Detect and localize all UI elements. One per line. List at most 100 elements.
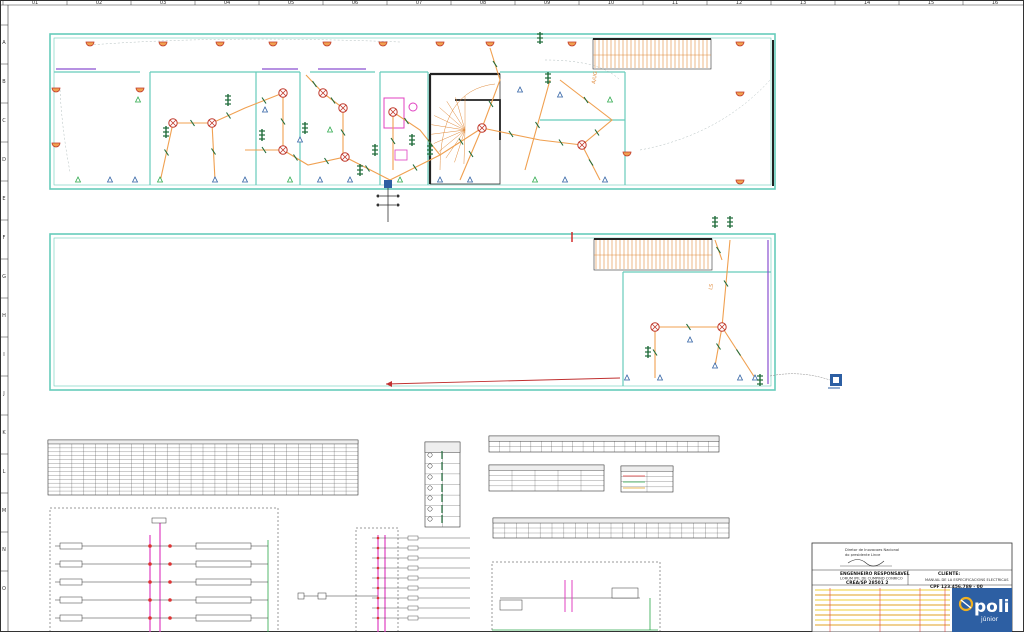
upper-floor-plan: A/UG (49, 32, 776, 222)
stamp-line-1: Diretor de Inovacoes Nacional (845, 548, 899, 552)
wall-outlet-icon (316, 176, 324, 183)
wall-outlet-icon (396, 176, 404, 183)
ceiling-light-icon (278, 88, 288, 98)
wall-light-icon (735, 41, 745, 47)
load-block (407, 565, 419, 571)
load-block (59, 542, 83, 550)
breaker (168, 580, 172, 584)
spiral-step (446, 101, 466, 131)
spiral-step (454, 129, 466, 163)
wire-tick (365, 165, 370, 172)
load-block (611, 587, 639, 599)
breaker (376, 606, 380, 610)
ruler-label: K (2, 430, 6, 436)
wire-tick (468, 150, 474, 158)
wire-tick (280, 118, 286, 125)
ruler-label: 07 (416, 0, 422, 6)
spiral-step (438, 129, 466, 152)
ruler-label: H (2, 313, 6, 319)
wall-outlet-icon (436, 176, 444, 183)
schematic-frame (491, 561, 661, 632)
ruler-label: F (3, 235, 6, 241)
wall-outlet-icon (516, 86, 524, 93)
spiral-staircase (428, 72, 501, 185)
table-grid (424, 441, 461, 528)
wall-outlet-icon (556, 91, 564, 98)
breaker (376, 576, 380, 580)
engineer-label: ENGENHEIRO RESPONSAVEL (840, 571, 910, 577)
meter (317, 592, 327, 600)
meter (297, 592, 305, 600)
circuit-wire (481, 47, 501, 129)
breaker (168, 598, 172, 602)
wall-outlet-icon (736, 374, 744, 381)
ruler-label: D (2, 157, 6, 163)
wire-tick (390, 137, 396, 145)
wall-light-icon (735, 179, 745, 185)
spiral-step (439, 107, 466, 131)
wall-light-icon (268, 41, 278, 47)
table-grid (492, 517, 730, 539)
ceiling-light-icon (278, 145, 288, 155)
lower-floor-plan: LS (49, 216, 842, 391)
spiral-step (431, 129, 466, 135)
legend-symbol (427, 463, 433, 469)
legend-symbol (427, 506, 433, 512)
wall-outlet-icon (751, 374, 759, 381)
load-block (195, 614, 252, 622)
wire-tick (190, 119, 195, 127)
switch-icon (712, 216, 718, 228)
wire-tick (412, 164, 418, 171)
stair-room-label: A/UG (591, 71, 599, 85)
switch-icon (645, 346, 651, 358)
spiral-step (455, 97, 466, 131)
breaker (168, 544, 172, 548)
ceiling-light-icon (717, 322, 727, 332)
wire-tick (492, 60, 498, 68)
wall-outlet-icon (106, 176, 114, 183)
wall-outlet-icon (656, 374, 664, 381)
ceiling-light-icon (168, 118, 178, 128)
legend-symbol (427, 495, 433, 501)
ruler-label: M (2, 508, 6, 514)
switch-icon (302, 122, 308, 134)
switch-icon (545, 72, 551, 84)
wire-tick (324, 157, 329, 165)
wall-outlet-icon (346, 176, 354, 183)
wire-tick (211, 148, 216, 155)
ceiling-light-icon (477, 123, 487, 133)
wire-tick (261, 97, 267, 104)
wire-tick (508, 130, 514, 138)
stamp-line-2: do presidente Lince (845, 553, 881, 557)
switch-icon (357, 164, 363, 176)
legend-symbol (427, 452, 433, 458)
wire-tick (723, 280, 729, 287)
ruler-label: B (2, 79, 6, 85)
toilet-fixture (383, 97, 418, 161)
wire-tick (164, 149, 169, 156)
wall-outlet-icon (296, 136, 304, 143)
legend-symbol (427, 516, 433, 522)
external-panel-icon (769, 373, 842, 389)
ruler-label: N (2, 547, 6, 553)
ruler-label: 14 (864, 0, 870, 6)
ruler-label: C (2, 118, 6, 124)
ceiling-light-icon (650, 322, 660, 332)
breaker (168, 616, 172, 620)
wire-tick (226, 112, 231, 119)
wall-outlet-icon (156, 176, 164, 183)
wire-tick (652, 349, 658, 356)
wall-outlet-icon (531, 176, 539, 183)
switch-icon (757, 374, 763, 386)
breaker (148, 544, 152, 548)
switch-icon (727, 216, 733, 228)
load-block (407, 575, 419, 581)
circuit-wire (559, 79, 613, 146)
wall-outlet-icon (711, 362, 719, 369)
breaker (376, 536, 380, 540)
breaker (376, 586, 380, 590)
wire-tick (293, 154, 298, 161)
